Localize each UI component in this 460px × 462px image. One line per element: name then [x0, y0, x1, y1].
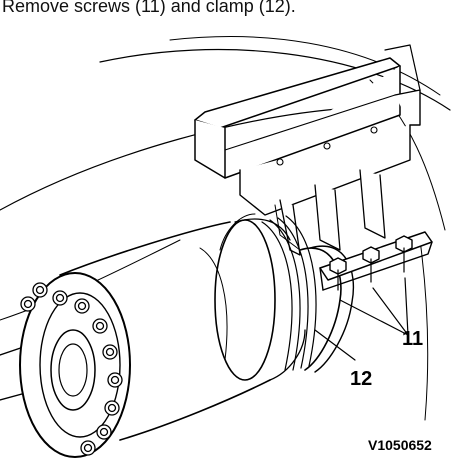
leader-line-12: [314, 329, 356, 361]
housing-curve-right-2: [419, 239, 429, 421]
instruction-text: Remove screws (11) and clamp (12).: [2, 0, 296, 16]
leader-line-11b: [372, 287, 409, 336]
callout-clamp: 12: [350, 368, 373, 390]
cylinder-body: [59, 213, 317, 441]
flange: [19, 272, 131, 458]
leader-line-11c: [404, 277, 409, 336]
housing-arc-inner: [0, 107, 351, 211]
housing-arc-outer: [99, 48, 451, 111]
bracket: [194, 44, 421, 256]
figure-id: V1050652: [368, 437, 432, 453]
housing-arc-top: [169, 36, 441, 96]
callout-screws: 11: [402, 328, 424, 350]
clamp-screws: [329, 235, 413, 291]
flange-bolts: [20, 282, 123, 456]
leader-line-11a: [339, 299, 409, 336]
